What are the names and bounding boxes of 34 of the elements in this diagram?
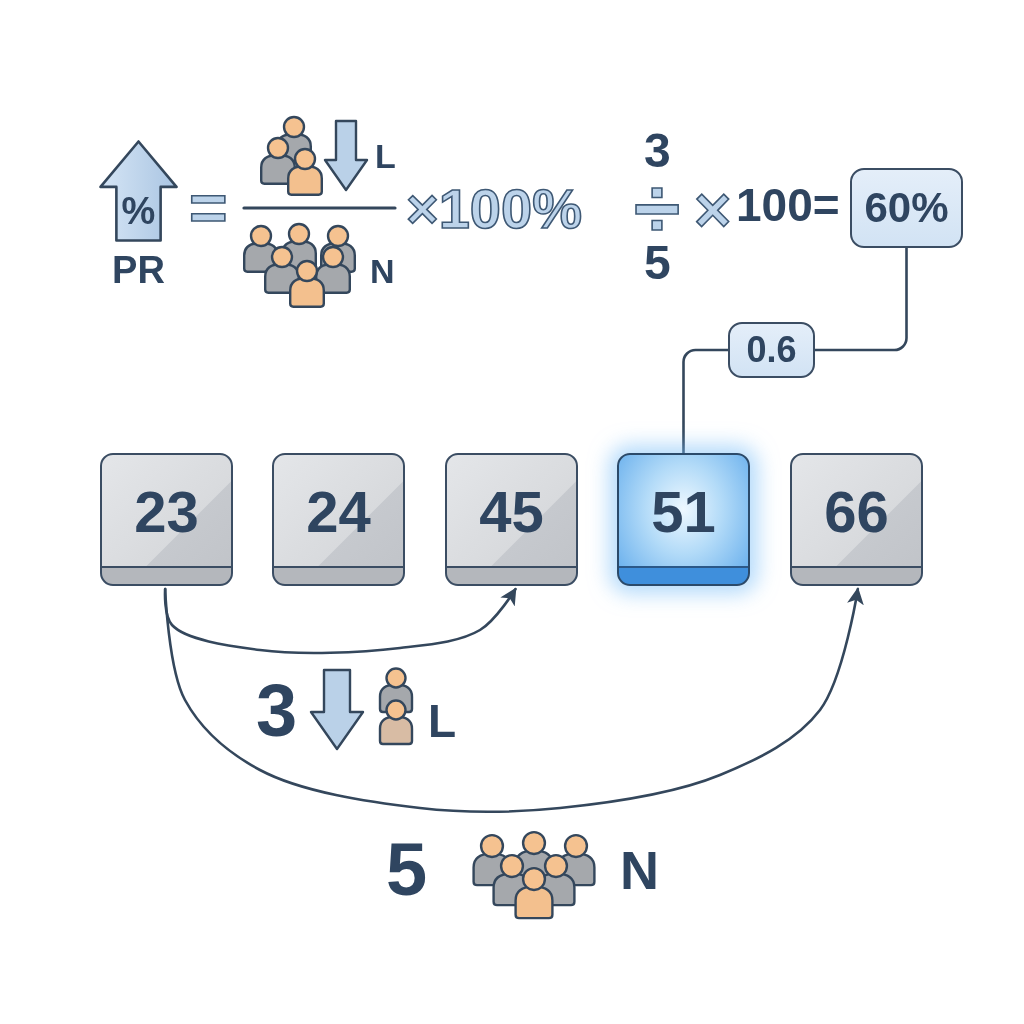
connector-line (813, 246, 908, 352)
value-text: 45 (479, 482, 544, 541)
value-text: 51 (651, 482, 716, 541)
variable-label: N (370, 254, 395, 288)
value-text: 0.6 (746, 332, 797, 368)
numerator-number: 3 (644, 127, 671, 175)
arrow (163, 587, 517, 655)
equals-sign: = (189, 185, 228, 232)
division-sign: ÷ (634, 179, 681, 238)
value-text: 66 (824, 482, 889, 541)
denominator-number: 5 (644, 239, 671, 287)
value-text: % (121, 192, 156, 230)
count-number: 3 (256, 674, 298, 748)
value-text: 24 (306, 482, 371, 541)
value-text: 60% (864, 187, 949, 229)
variable-label: N (620, 843, 659, 897)
connector-line (682, 348, 730, 455)
number-key (100, 453, 233, 586)
multiplier-text: ×100% (406, 181, 582, 237)
multiplier-text: 100= (736, 182, 840, 228)
highlighted-number-key (617, 453, 750, 586)
result-box (850, 168, 963, 248)
decimal-box (728, 322, 815, 378)
number-key (272, 453, 405, 586)
variable-label: L (428, 698, 457, 744)
variable-label: L (375, 139, 396, 173)
arrow (163, 587, 864, 814)
number-key (790, 453, 923, 586)
variable-label: PR (112, 251, 165, 289)
count-number: 5 (386, 833, 428, 907)
multiply-sign: × (694, 188, 732, 233)
number-key (445, 453, 578, 586)
percent-up-arrow (99, 140, 178, 242)
value-text: 23 (134, 482, 199, 541)
